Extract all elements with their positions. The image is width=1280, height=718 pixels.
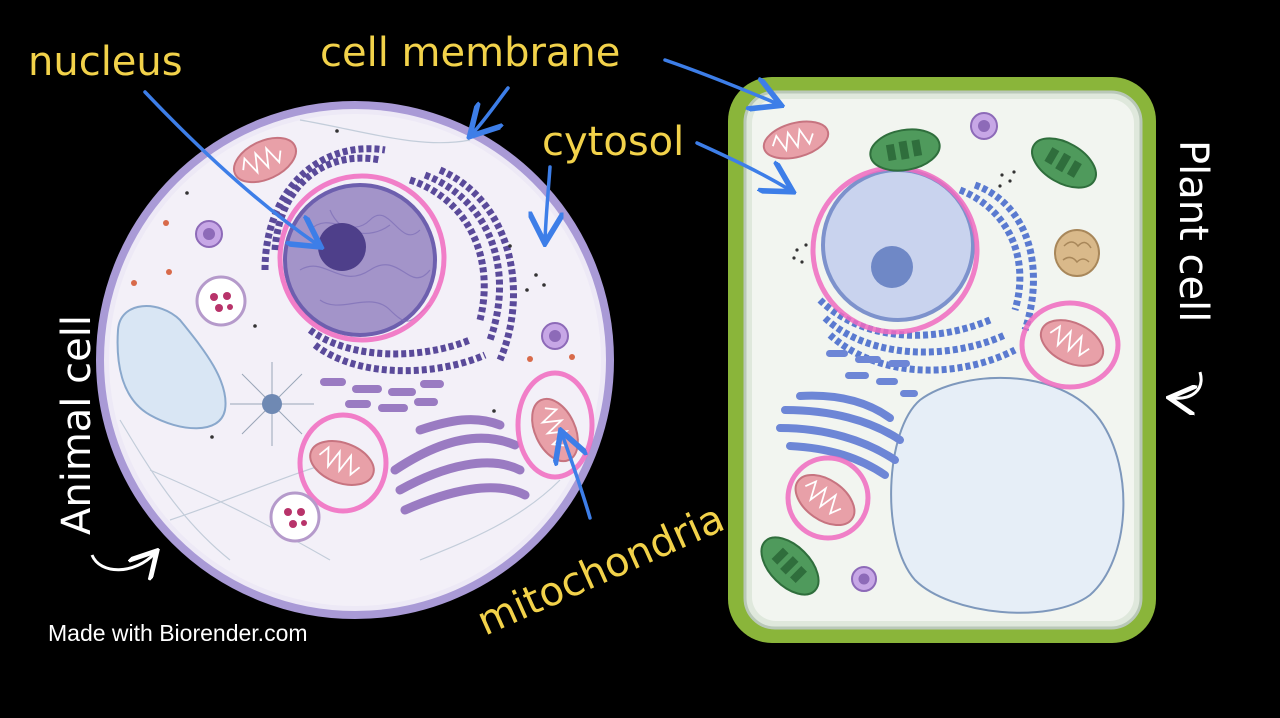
membrane-arrow-animal xyxy=(472,86,510,134)
animal-peroxisome-2 xyxy=(541,322,569,350)
animal-cytosol xyxy=(109,114,601,606)
animal-lysosome-1 xyxy=(195,275,247,327)
mito-highlight-1 xyxy=(297,412,389,514)
membrane-arrow-plant xyxy=(663,58,778,104)
plant-peroxisome-1 xyxy=(970,112,998,140)
plant-peroxisome-2 xyxy=(851,566,877,592)
credit-text: Made with Biorender.com xyxy=(48,620,308,646)
cytoskeleton xyxy=(119,119,561,561)
plant-cell-label: Plant cell xyxy=(1170,140,1216,322)
plant-er xyxy=(817,181,1037,374)
cytosol-arrow-animal xyxy=(545,165,550,240)
plant-mitochondrion-bottom xyxy=(794,473,856,527)
animal-mitochondrion-left xyxy=(309,440,375,486)
animal-nucleus-highlight xyxy=(277,173,447,343)
nucleus-arrow xyxy=(143,90,318,245)
plant-cell xyxy=(728,77,1156,643)
plant-chloroplast-3 xyxy=(760,536,820,596)
plant-chloroplast-2 xyxy=(1031,137,1097,189)
animal-golgi xyxy=(390,415,530,515)
annotation-arrows xyxy=(143,58,790,520)
plant-central-vacuole xyxy=(890,376,1125,614)
mito-highlight-4 xyxy=(785,455,871,541)
animal-dark-dots xyxy=(185,129,546,439)
animal-centrosome xyxy=(230,362,314,446)
cytosol-label: cytosol xyxy=(542,119,684,165)
mito-highlight-3 xyxy=(1019,300,1121,390)
animal-vacuole xyxy=(116,305,227,430)
animal-cell xyxy=(96,101,614,619)
animal-curve-arrow xyxy=(90,553,155,570)
plant-golgi xyxy=(776,391,904,479)
plant-nucleolus xyxy=(871,246,913,288)
plant-mitochondrion-right xyxy=(1039,319,1105,367)
animal-nucleolus xyxy=(318,223,366,271)
mito-highlight-2 xyxy=(515,370,595,480)
plant-dark-dots xyxy=(792,170,1016,264)
animal-mitochondrion-top xyxy=(233,136,297,184)
animal-cell-label: Animal cell xyxy=(54,315,100,535)
plant-vesicles xyxy=(826,350,918,397)
plant-curve-arrow xyxy=(1172,371,1203,398)
cell-membrane-label: cell membrane xyxy=(320,30,620,76)
animal-peroxisome-1 xyxy=(195,220,223,248)
animal-lysosome-2 xyxy=(269,491,321,543)
cytosol-arrow-plant xyxy=(695,141,790,190)
plant-chloroplast-1 xyxy=(869,128,941,172)
animal-ribosome-dots xyxy=(131,220,575,362)
plant-amyloplast xyxy=(1054,229,1100,277)
nucleus-label: nucleus xyxy=(28,39,183,85)
plant-mitochondrion-top xyxy=(762,120,830,160)
animal-vesicles-row xyxy=(320,378,444,412)
animal-er xyxy=(261,145,517,375)
mitochondria-arrow xyxy=(562,434,592,520)
